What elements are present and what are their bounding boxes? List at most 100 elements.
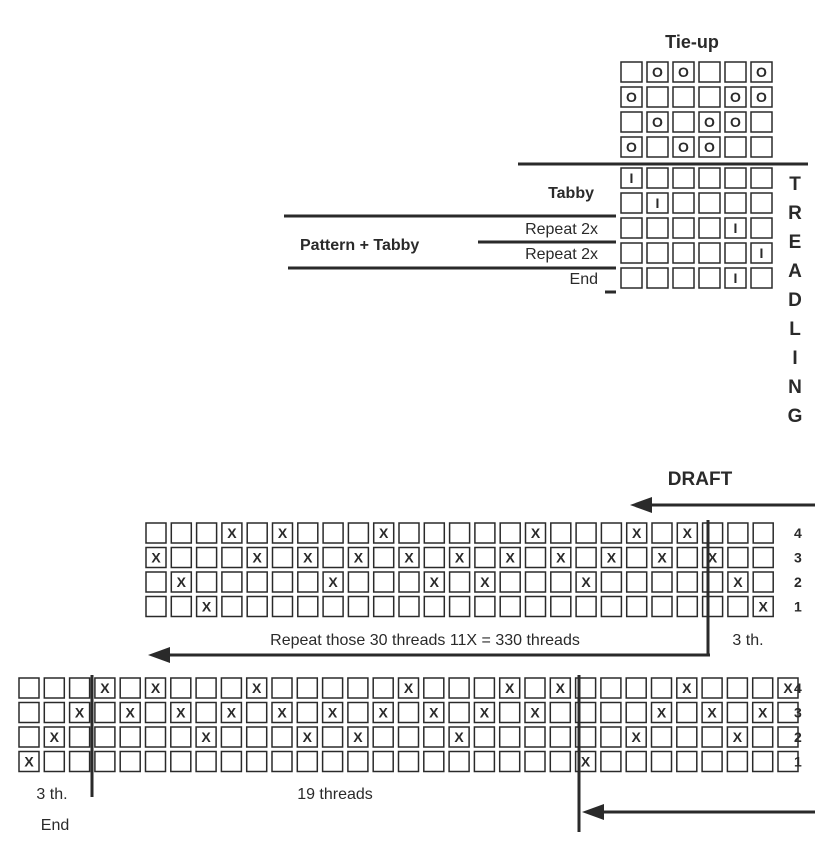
tieup-cell [750,111,773,133]
draft-block2-cell [676,726,698,748]
draft-block2-cell [524,701,546,724]
draft-block1-mark: X [733,574,743,590]
draft-block2-cell [600,677,622,699]
draft-block1-cell [322,571,344,593]
draft-block2-cell [68,701,91,724]
draft-block2-cell [195,750,217,773]
draft-block2-cell [777,701,799,724]
treadling-cell [750,192,773,214]
treadling-cell [672,242,695,264]
block2-middle-label: 19 threads [297,786,373,803]
draft-block2-cell [321,701,344,724]
tieup-cell [750,86,773,108]
draft-block1-mark: X [506,550,516,566]
draft-block1-shaft-label: 4 [794,525,802,541]
draft-block1-cell [676,571,699,593]
draft-block1-cell [727,546,749,569]
draft-block2-cell [650,677,673,699]
treadling-cell [750,217,773,239]
draft-block2-cell [43,750,66,773]
draft-block2-cell [524,677,546,699]
draft-block2-mark: X [707,705,717,721]
draft-block2-mark: X [556,680,566,696]
draft-block1-cell [600,595,623,618]
treadling-cell [724,167,747,189]
draft-block2-cell [676,750,698,773]
draft-block2-cell [94,750,116,773]
draft-block1-cell [752,522,774,544]
draft-block1-cell [474,571,496,593]
tieup-cell [750,61,773,83]
draft-block1-cell [550,595,572,618]
draft-block2-cell [777,750,799,773]
draft-block2-cell [144,750,167,773]
draft-block1-cell [625,595,648,618]
draft-block2-cell [296,750,319,773]
draft-block2-cell [625,677,647,699]
draft-block2-mark: X [530,705,540,721]
draft-block1-cell [170,571,193,593]
treadling-cell [620,242,643,264]
tieup-mark: O [678,64,689,80]
draft-block2-cell [423,701,445,724]
draft-block2-cell [321,726,344,748]
treadling-vertical-letter: I [792,348,797,369]
draft-block1-cell [752,571,774,593]
draft-block1-cell [297,571,319,593]
draft-block1-cell [448,546,471,569]
draft-block2-mark: X [201,729,211,745]
draft-block1-cell [170,595,193,618]
draft-block2-cell [650,701,673,724]
draft-block1-cell [474,522,496,544]
draft-block2-cell [170,726,192,748]
draft-block1-cell [727,522,749,544]
tieup-title: Tie-up [665,32,719,52]
treadling-cell [724,267,747,289]
draft-block2-cell [68,726,91,748]
draft-block1-cell [550,546,572,569]
draft-block1-cell [347,571,370,593]
draft-block2-cell [498,677,521,699]
draft-block2-cell [245,701,268,724]
draft-block2-mark: X [252,680,262,696]
draft-block2-cell [625,701,647,724]
draft-block1-mark: X [480,574,490,590]
draft-block2-cell [321,677,344,699]
draft-block2-cell [574,701,597,724]
draft-block2-cell [650,750,673,773]
tieup-cell [724,111,747,133]
treadling-cell [646,217,669,239]
tieup-mark: O [652,64,663,80]
draft-block1-cell [246,522,268,544]
treadling-mark: I [630,170,634,186]
tieup-mark: O [730,114,741,130]
draft-block2-cell [751,750,774,773]
draft-block2-cell [524,726,546,748]
draft-block2-cell [245,726,268,748]
draft-block1-cell [145,546,167,569]
draft-block2-cell [271,750,293,773]
draft-block2-cell [119,750,141,773]
tabby-label: Tabby [548,185,594,202]
treadling-cell [646,167,669,189]
draft-block1-cell [752,595,774,618]
draft-block1-cell [423,595,446,618]
draft-block2-cell [574,750,597,773]
draft-block2-cell [600,726,622,748]
draft-title: DRAFT [668,469,733,490]
tieup-cell [672,136,695,158]
treadling-cell [646,267,669,289]
draft-block1-cell [398,546,420,569]
draft-block2-mark: X [657,705,667,721]
draft-block2-mark: X [758,705,768,721]
draft-block1-mark: X [253,550,263,566]
draft-block1-cell [322,595,344,618]
draft-block1-cell [625,546,648,569]
draft-block1-cell [145,571,167,593]
draft-block2-cell [245,677,268,699]
draft-block1-cell [246,595,268,618]
draft-block2-mark: X [50,729,60,745]
bottom-arrowhead [582,804,604,820]
draft-block2-cell [473,701,496,724]
treadling-cell [698,217,721,239]
